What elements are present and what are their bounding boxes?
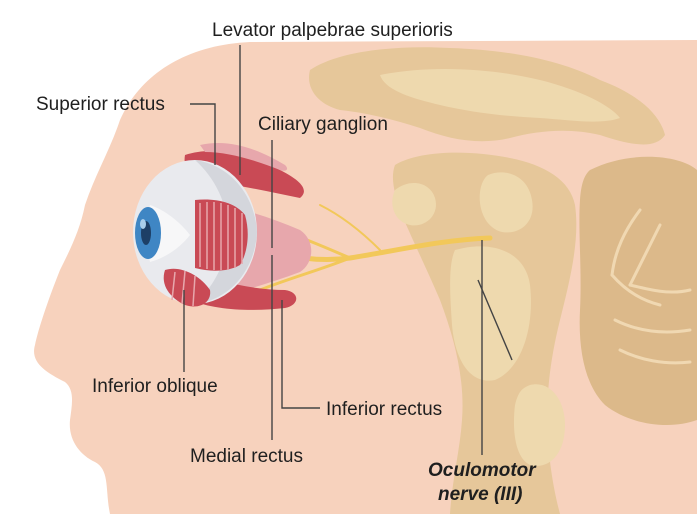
iris-highlight [140,219,146,229]
label-ciliary-ganglion: Ciliary ganglion [258,114,388,135]
pons [450,246,531,381]
upper-midbrain [479,172,533,233]
cerebrum-inner [380,68,620,122]
cerebellum [579,156,697,425]
leader-superior-rectus [190,103,216,165]
medial-rectus-muscle [195,199,248,271]
leader-inferior-rectus [281,300,320,409]
label-inferior-oblique: Inferior oblique [92,376,218,397]
medulla [513,384,565,466]
levator-muscle [200,142,288,171]
label-inferior-rectus: Inferior rectus [326,399,443,420]
label-levator-palpebrae: Levator palpebrae superioris [212,20,453,41]
label-medial-rectus: Medial rectus [190,446,303,467]
label-oculomotor-line1: Oculomotor [428,460,536,481]
label-oculomotor-line2: nerve (III) [438,484,523,505]
inferior-oblique-muscle [163,268,211,307]
label-superior-rectus: Superior rectus [36,94,165,115]
cerebellum-folia [610,208,692,365]
eyeball-shade [195,160,257,304]
leader-oculomotor-cross [477,279,513,361]
pituitary [392,183,436,226]
inferior-oblique-stripes [171,270,196,307]
leader-lines [183,45,513,455]
